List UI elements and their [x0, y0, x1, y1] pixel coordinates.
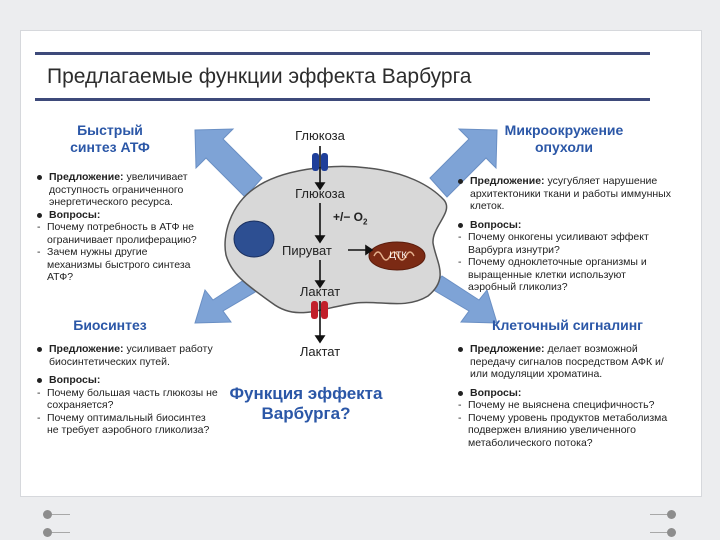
signal-question: -Почему не выяснена специфичность? [458, 399, 655, 411]
lactate-outside-label: Лактат [299, 344, 341, 359]
micro-section: Предложение: усугубляет нарушение архите… [456, 175, 671, 294]
right-decoration-line [650, 514, 667, 515]
title-bottom-rule [35, 98, 650, 101]
slide: Предлагаемые функции эффекта Варбурга [20, 30, 702, 497]
signal-questions-label: Вопросы: [456, 387, 681, 400]
signal-proposal: Предложение: делает возможной передачу с… [456, 343, 681, 381]
micro-question: -Почему одноклеточные организмы и выраще… [458, 256, 647, 293]
atp-question: -Почему потребность в АТФ не ограничивае… [37, 221, 197, 246]
left-decoration-dot [43, 528, 52, 537]
pyruvate-label: Пируват [282, 243, 332, 258]
bio-question: -Почему большая часть глюкозы не сохраня… [37, 386, 218, 412]
slide-title: Предлагаемые функции эффекта Варбурга [47, 65, 472, 88]
mitochondrion [368, 241, 426, 271]
left-decoration-dot [43, 510, 52, 519]
micro-questions-label: Вопросы: [456, 219, 671, 232]
micro-section-title: Микроокружение опухоли [504, 122, 624, 155]
glucose-inside-label: Глюкоза [295, 186, 345, 201]
micro-proposal: Предложение: усугубляет нарушение архите… [456, 175, 671, 213]
arrow-to-signal [429, 275, 498, 324]
cell-body [224, 165, 448, 314]
bio-section-title: Биосинтез [73, 317, 147, 333]
central-question: Функция эффекта Варбурга? [229, 384, 383, 423]
left-decoration-line [52, 514, 70, 515]
bio-questions-label: Вопросы: [35, 374, 220, 387]
arrow-to-atp [194, 128, 263, 198]
glucose-outside-label: Глюкоза [295, 128, 345, 143]
oxygen-label: +/− O2 [333, 210, 368, 227]
atp-question: -Зачем нужны другие механизмы быстрого с… [37, 246, 191, 283]
lactate-transporter [311, 301, 328, 319]
lactate-inside-label: Лактат [299, 284, 341, 299]
atp-section: Предложение: увеличивает доступность огр… [35, 171, 205, 284]
right-decoration-dot [667, 510, 676, 519]
signal-section-title: Клеточный сигналинг [491, 317, 644, 333]
micro-question: -Почему онкогены усиливают эффект Варбур… [458, 231, 649, 256]
nucleus [233, 220, 275, 258]
atp-proposal: Предложение: увеличивает доступность огр… [35, 171, 205, 209]
left-decoration-line [52, 532, 70, 533]
arrow-to-micro [429, 128, 498, 198]
right-decoration-dot [667, 528, 676, 537]
bio-section: Предложение: усиливает работу биосинтети… [35, 343, 220, 437]
bio-question: -Почему оптимальный биосинтез не требует… [37, 411, 210, 437]
right-decoration-line [650, 532, 667, 533]
signal-question: -Почему уровень продуктов метаболизма по… [458, 411, 668, 449]
atp-section-title: Быстрый синтез АТФ [70, 122, 150, 155]
glucose-transporter [312, 153, 328, 171]
tca-label: ЦТК [389, 250, 407, 260]
atp-questions-label: Вопросы: [35, 209, 205, 222]
title-top-rule [35, 52, 650, 55]
signal-section: Предложение: делает возможной передачу с… [456, 343, 681, 449]
bio-proposal: Предложение: усиливает работу биосинтети… [35, 343, 220, 368]
